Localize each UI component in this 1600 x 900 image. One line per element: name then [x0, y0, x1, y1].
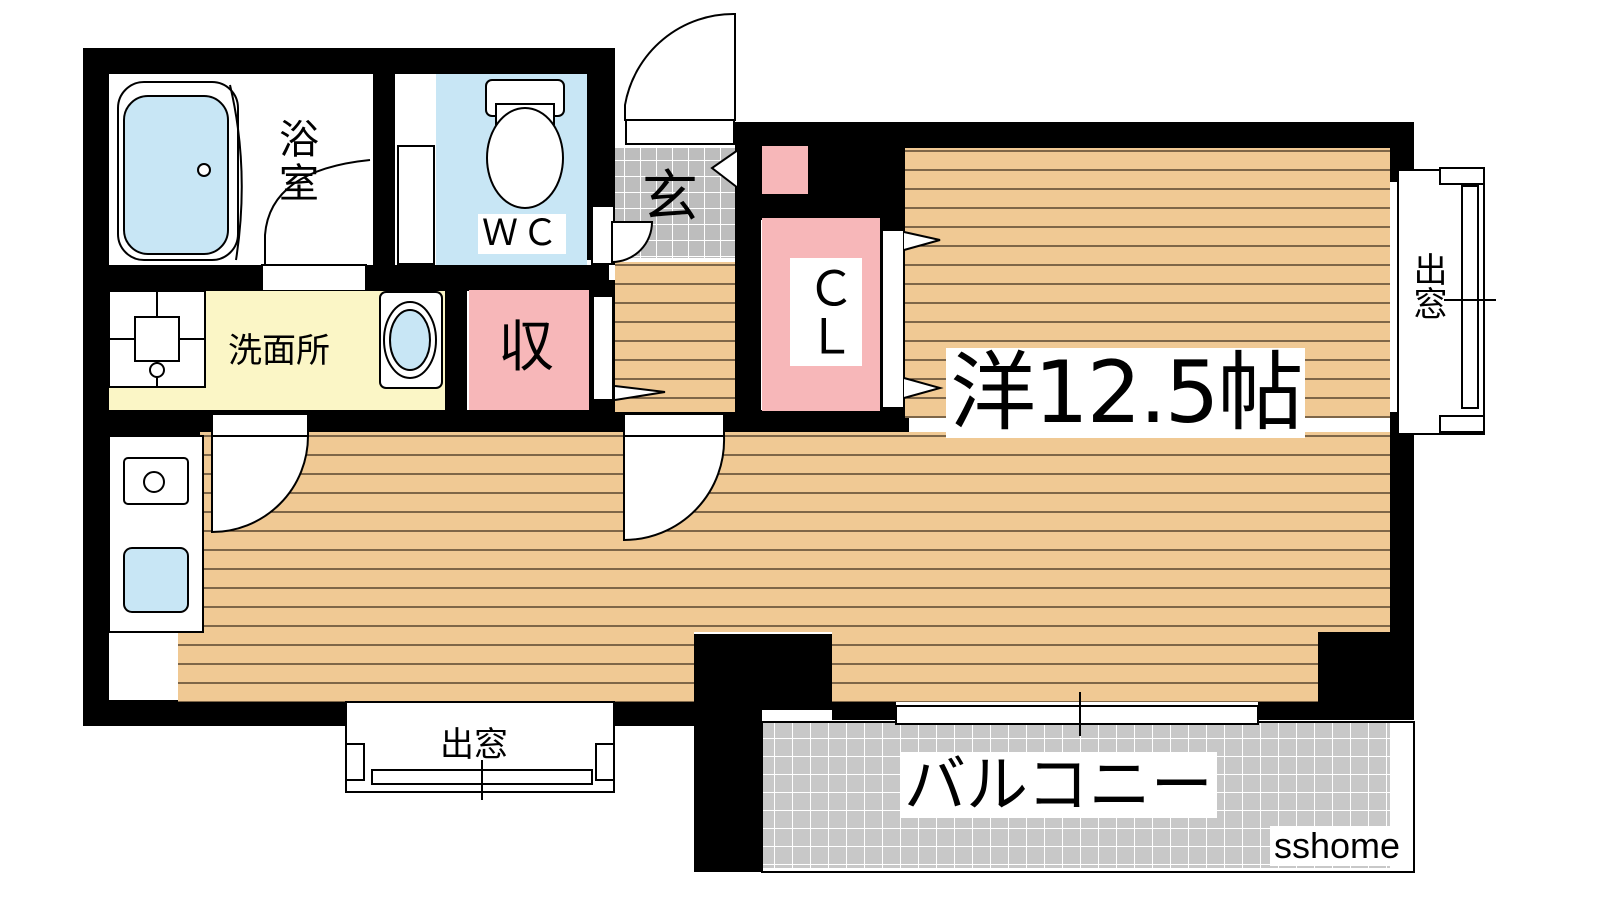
bay-window-bottom-frame: [345, 701, 615, 800]
washroom: [108, 290, 445, 410]
bath-label: 浴室: [272, 118, 318, 206]
closet-label: ＣＬ: [790, 258, 862, 366]
kitchen: [108, 435, 204, 633]
storage-label: 収: [498, 315, 554, 380]
lower-floor-right: [832, 630, 1318, 702]
floors: [178, 148, 1390, 702]
shoe-cabinet: [762, 146, 808, 194]
washroom-label: 洗面所: [228, 331, 330, 371]
hall-floor: [615, 262, 735, 412]
closet-label-text: ＣＬ: [798, 264, 854, 360]
bay-window-right-label: 出窓: [1407, 252, 1447, 320]
entrance-label: 玄: [642, 165, 698, 230]
bay-window-right-label-text: 出窓: [1407, 252, 1447, 320]
western-room-label: 洋12.5帖: [946, 348, 1306, 438]
bath-label-text: 浴室: [272, 118, 318, 206]
main-floor: [200, 432, 1390, 632]
balcony-label: バルコニー: [900, 752, 1217, 818]
toilet-bowl: [486, 107, 564, 209]
walls: [83, 48, 1414, 872]
doors: [211, 12, 739, 542]
bathroom: [109, 74, 373, 292]
wc-label: ＷＣ: [478, 214, 567, 254]
storage-area: [469, 290, 589, 410]
bay-window-bottom-label: 出窓: [440, 725, 508, 765]
lower-floor: [178, 630, 694, 702]
watermark: sshome: [1270, 826, 1405, 866]
